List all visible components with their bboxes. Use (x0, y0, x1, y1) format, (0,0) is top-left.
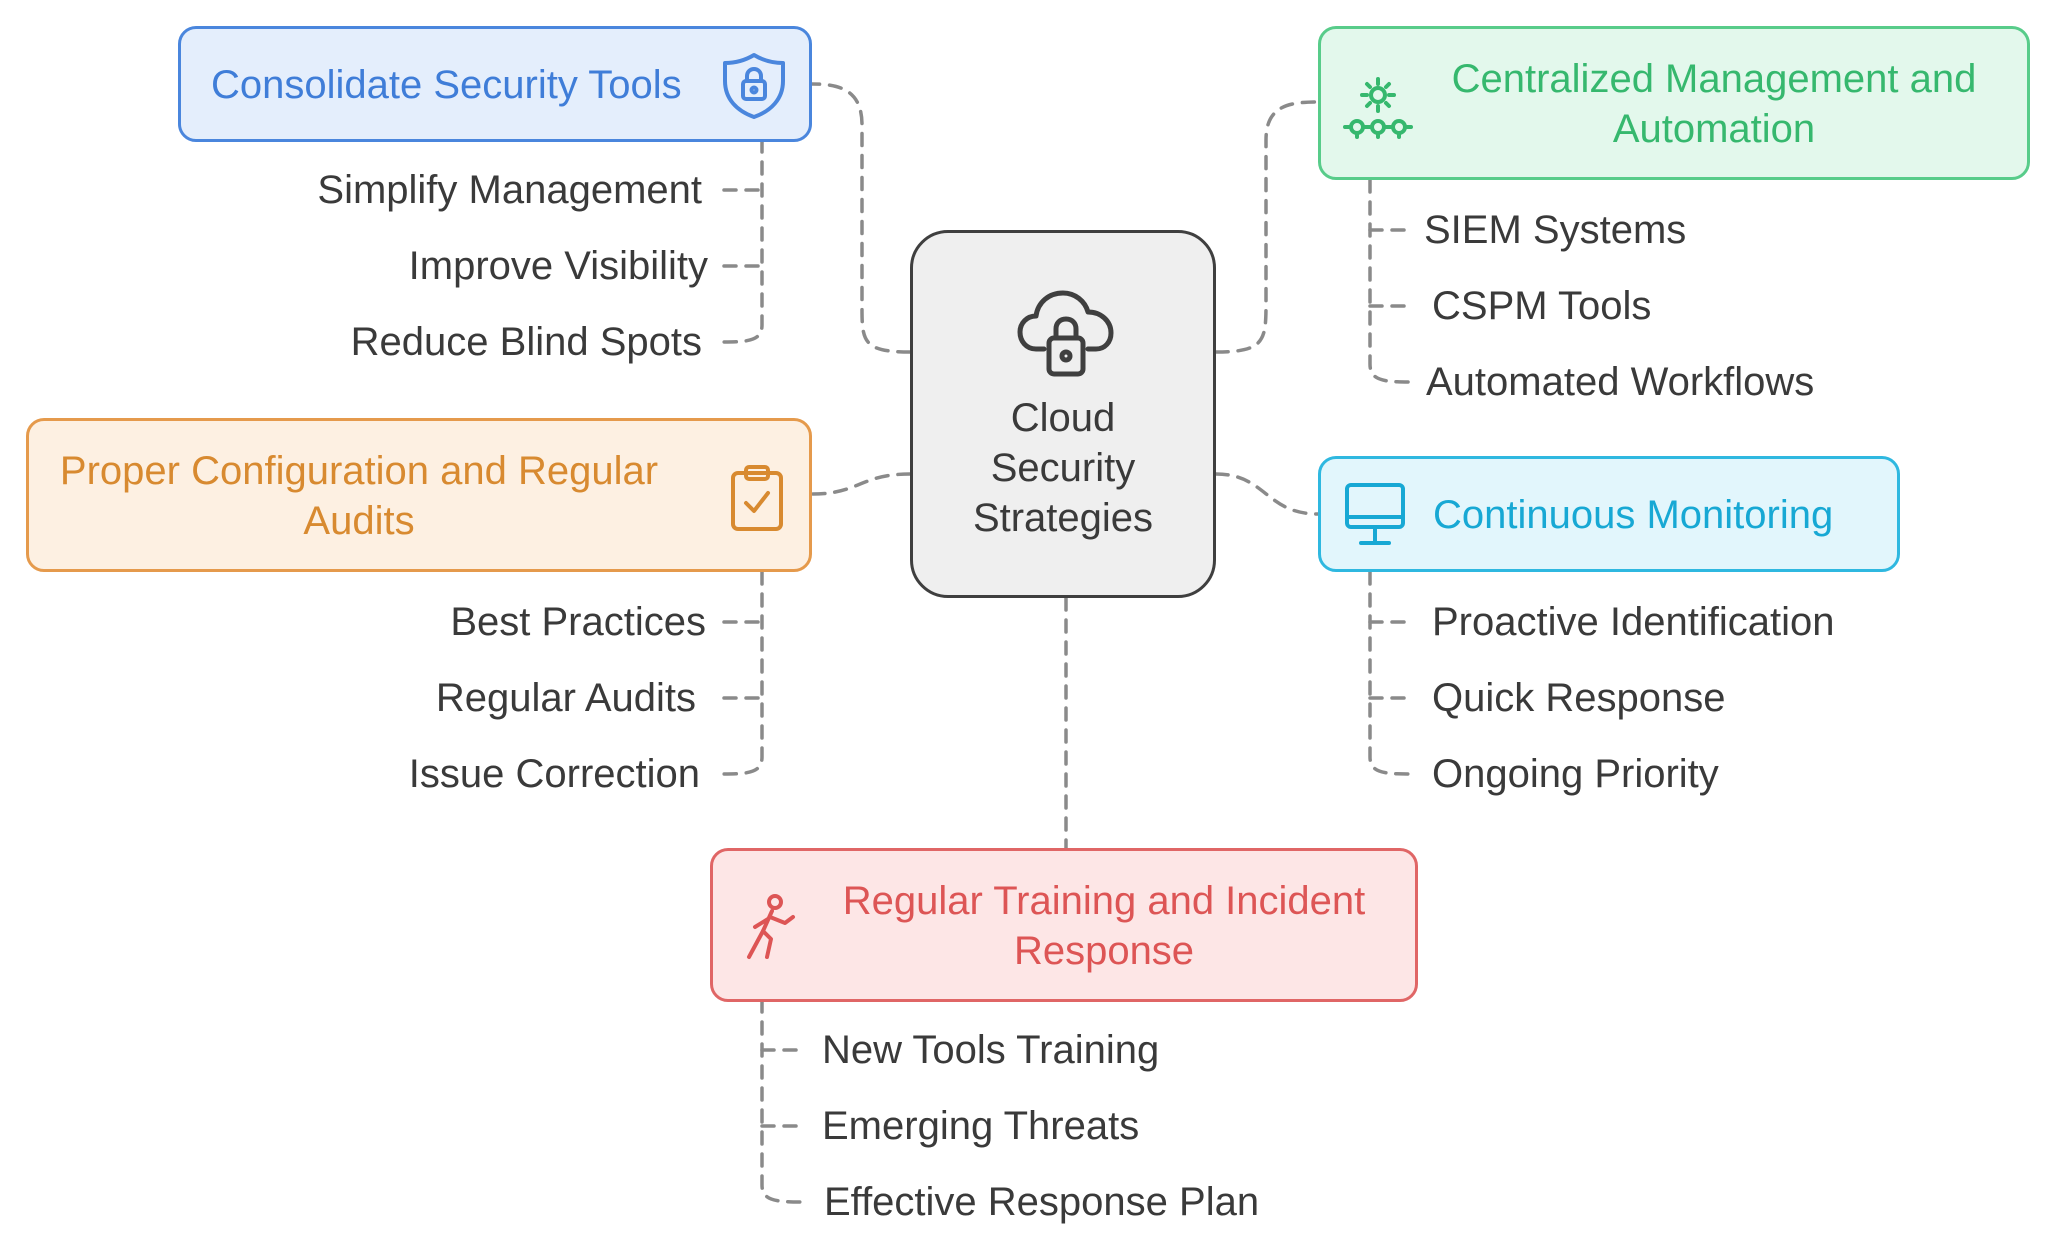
running-person-icon (747, 894, 795, 959)
centralized-title: Centralized Management and Automation (1451, 57, 1977, 151)
continuous-monitoring-box: Continuous Monitoring (1318, 456, 1900, 572)
leaf-siem-systems: SIEM Systems (1424, 208, 1687, 252)
leaf-improve-visibility: Improve Visibility (408, 244, 708, 288)
leaf-effective-response-plan: Effective Response Plan (824, 1180, 1260, 1224)
monitor-icon (1345, 483, 1405, 545)
leaf-simplify-management: Simplify Management (317, 168, 702, 212)
regular-training-box: Regular Training and Incident Response (710, 848, 1418, 1002)
center-node: Cloud Security Strategies (910, 230, 1216, 598)
leaf-best-practices: Best Practices (450, 600, 706, 644)
consolidate-title: Consolidate Security Tools (211, 63, 682, 107)
configuration-title: Proper Configuration and Regular Audits (59, 449, 659, 543)
clipboard-check-icon (731, 465, 783, 531)
gear-network-icon (1343, 77, 1413, 139)
leaf-new-tools-training: New Tools Training (822, 1028, 1160, 1072)
centralized-management-box: Centralized Management and Automation (1318, 26, 2030, 180)
leaf-reduce-blind-spots: Reduce Blind Spots (350, 320, 702, 364)
shield-lock-icon (723, 53, 785, 119)
consolidate-security-tools-box: Consolidate Security Tools (178, 26, 812, 142)
cloud-lock-icon (1017, 290, 1114, 377)
leaf-cspm-tools: CSPM Tools (1432, 284, 1652, 328)
proper-configuration-box: Proper Configuration and Regular Audits (26, 418, 812, 572)
leaf-proactive-identification: Proactive Identification (1432, 600, 1835, 644)
leaf-ongoing-priority: Ongoing Priority (1432, 752, 1719, 796)
leaf-emerging-threats: Emerging Threats (822, 1104, 1140, 1148)
training-title: Regular Training and Incident Response (842, 879, 1366, 973)
leaf-regular-audits: Regular Audits (435, 676, 696, 720)
leaf-automated-workflows: Automated Workflows (1426, 360, 1815, 404)
monitoring-title: Continuous Monitoring (1433, 493, 1834, 537)
leaf-quick-response: Quick Response (1432, 676, 1726, 720)
center-title: Cloud Security Strategies (972, 396, 1154, 540)
leaf-issue-correction: Issue Correction (408, 752, 700, 796)
